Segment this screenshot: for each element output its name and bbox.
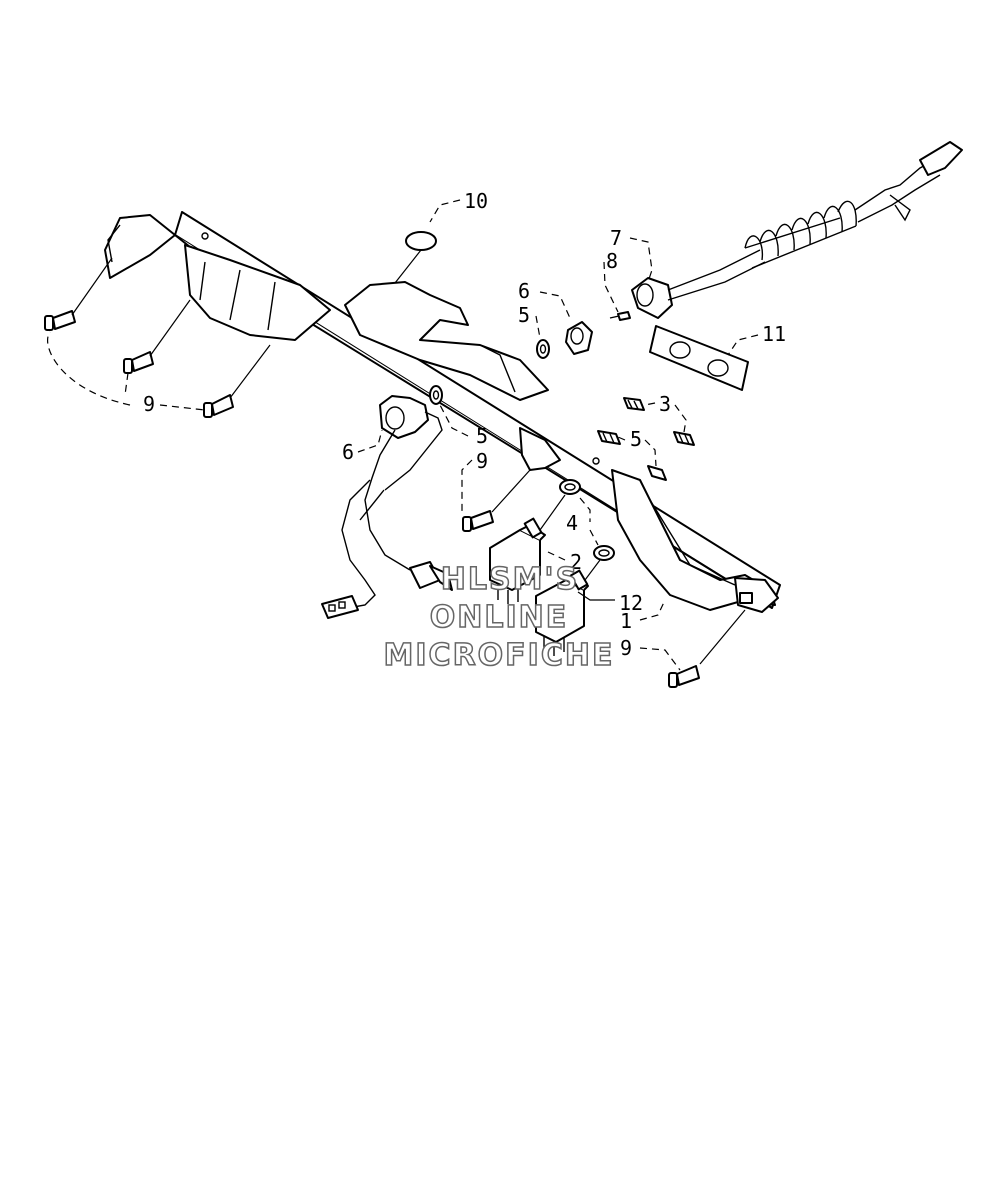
tether-switch — [631, 249, 766, 319]
watermark-line-1: HLSM'S — [441, 562, 579, 597]
callout-3: 3 — [659, 392, 671, 416]
nut-5-right — [647, 465, 667, 481]
callout-8: 8 — [606, 249, 618, 273]
bolt-9a — [44, 310, 76, 331]
callout-9-middle: 9 — [476, 449, 488, 473]
bolt-9b — [123, 351, 154, 374]
switch-2 — [489, 517, 546, 604]
callout-2: 2 — [570, 550, 582, 574]
watermark-line-2: ONLINE — [430, 600, 569, 635]
leader-lines — [46, 199, 759, 671]
nut-5-left — [429, 385, 443, 405]
bolt-9d — [462, 510, 494, 532]
callout-12: 12 — [619, 591, 643, 615]
clip-3a — [623, 397, 645, 411]
grommet-6-upper — [565, 321, 593, 355]
callout-11: 11 — [762, 322, 786, 346]
connector-plug — [321, 595, 359, 619]
gasket-plate-11 — [649, 325, 749, 391]
screw-8 — [609, 311, 631, 321]
callout-1: 1 — [620, 609, 632, 633]
grommet-6-left — [379, 395, 443, 491]
switch-12 — [535, 569, 589, 656]
nut-5-upper — [536, 339, 550, 359]
callout-5-left: 5 — [476, 424, 488, 448]
callout-labels: 10 7 8 6 5 11 9 3 6 5 5 9 4 2 12 1 9 — [143, 189, 786, 660]
callout-7: 7 — [610, 226, 622, 250]
callout-9-left: 9 — [143, 392, 155, 416]
bolt-9e — [668, 665, 700, 688]
cap-10 — [405, 231, 437, 251]
wiring-harness — [341, 429, 411, 609]
o-ring-4b — [593, 545, 615, 561]
connector-socket — [409, 561, 453, 591]
clip-3c — [673, 431, 695, 446]
o-ring-4a — [559, 479, 581, 495]
bolt-9c — [203, 394, 234, 418]
watermark: HLSM'S ONLINE MICROFICHE — [383, 561, 615, 674]
callout-6-left: 6 — [342, 440, 354, 464]
callout-6-upper: 6 — [518, 279, 530, 303]
callout-9-right: 9 — [620, 636, 632, 660]
main-bracket — [104, 211, 781, 613]
callout-5-upper: 5 — [518, 303, 530, 327]
watermark-line-3: MICROFICHE — [384, 638, 615, 673]
clip-3b — [597, 430, 621, 445]
callout-4: 4 — [566, 511, 578, 535]
callout-5-right: 5 — [630, 427, 642, 451]
callout-10: 10 — [464, 189, 488, 213]
coiled-tether-cord — [744, 141, 963, 269]
